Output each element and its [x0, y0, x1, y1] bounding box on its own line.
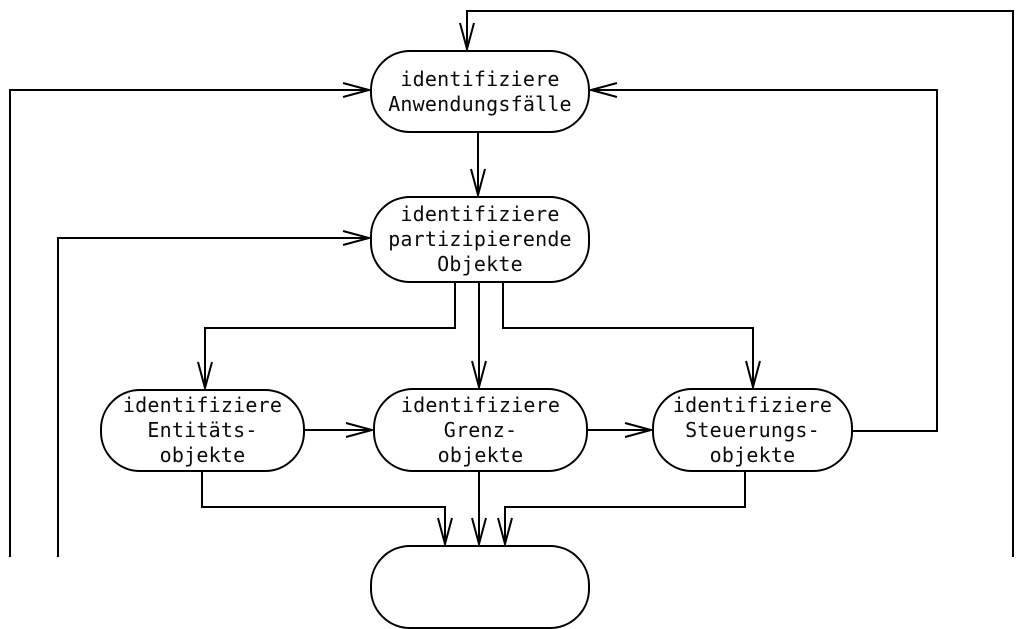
node-identifiziere-entitaetsobjekte: identifiziere Entitäts- objekte	[100, 389, 305, 472]
node-identifiziere-anwendungsfaelle: identifiziere Anwendungsfälle	[370, 50, 590, 133]
node-identifiziere-grenzobjekte: identifiziere Grenz- objekte	[373, 388, 588, 472]
node-label: identifiziere Entitäts- objekte	[122, 393, 283, 467]
flowchart-diagram: identifiziere Anwendungsfälle identifizi…	[9, 10, 1014, 629]
node-label: identifiziere Steuerungs- objekte	[672, 392, 833, 467]
edge-steuerungs-to-anwendungsfaelle	[591, 90, 938, 432]
edge-loop-bottom-to-anwendungsfaelle-top	[467, 10, 1014, 557]
node-identifiziere-partizipierende-objekte: identifiziere partizipierende Objekte	[370, 196, 590, 283]
edge-partizipierende-to-steuerungs	[502, 283, 753, 387]
edge-loop-left-to-partizipierende	[57, 238, 369, 557]
node-label: identifiziere Grenz- objekte	[400, 392, 561, 467]
edge-loop-left-to-anwendungsfaelle	[9, 90, 369, 557]
edge-layer	[9, 10, 1014, 557]
edge-entitaets-to-bottom	[201, 472, 445, 544]
edge-partizipierende-to-entitaets	[205, 283, 456, 388]
node-label: identifiziere partizipierende Objekte	[388, 202, 572, 276]
node-bottom-partial	[370, 545, 590, 629]
node-label: identifiziere Anwendungsfälle	[388, 66, 572, 116]
node-identifiziere-steuerungsobjekte: identifiziere Steuerungs- objekte	[652, 388, 853, 472]
edge-steuerungs-to-bottom	[505, 472, 746, 544]
